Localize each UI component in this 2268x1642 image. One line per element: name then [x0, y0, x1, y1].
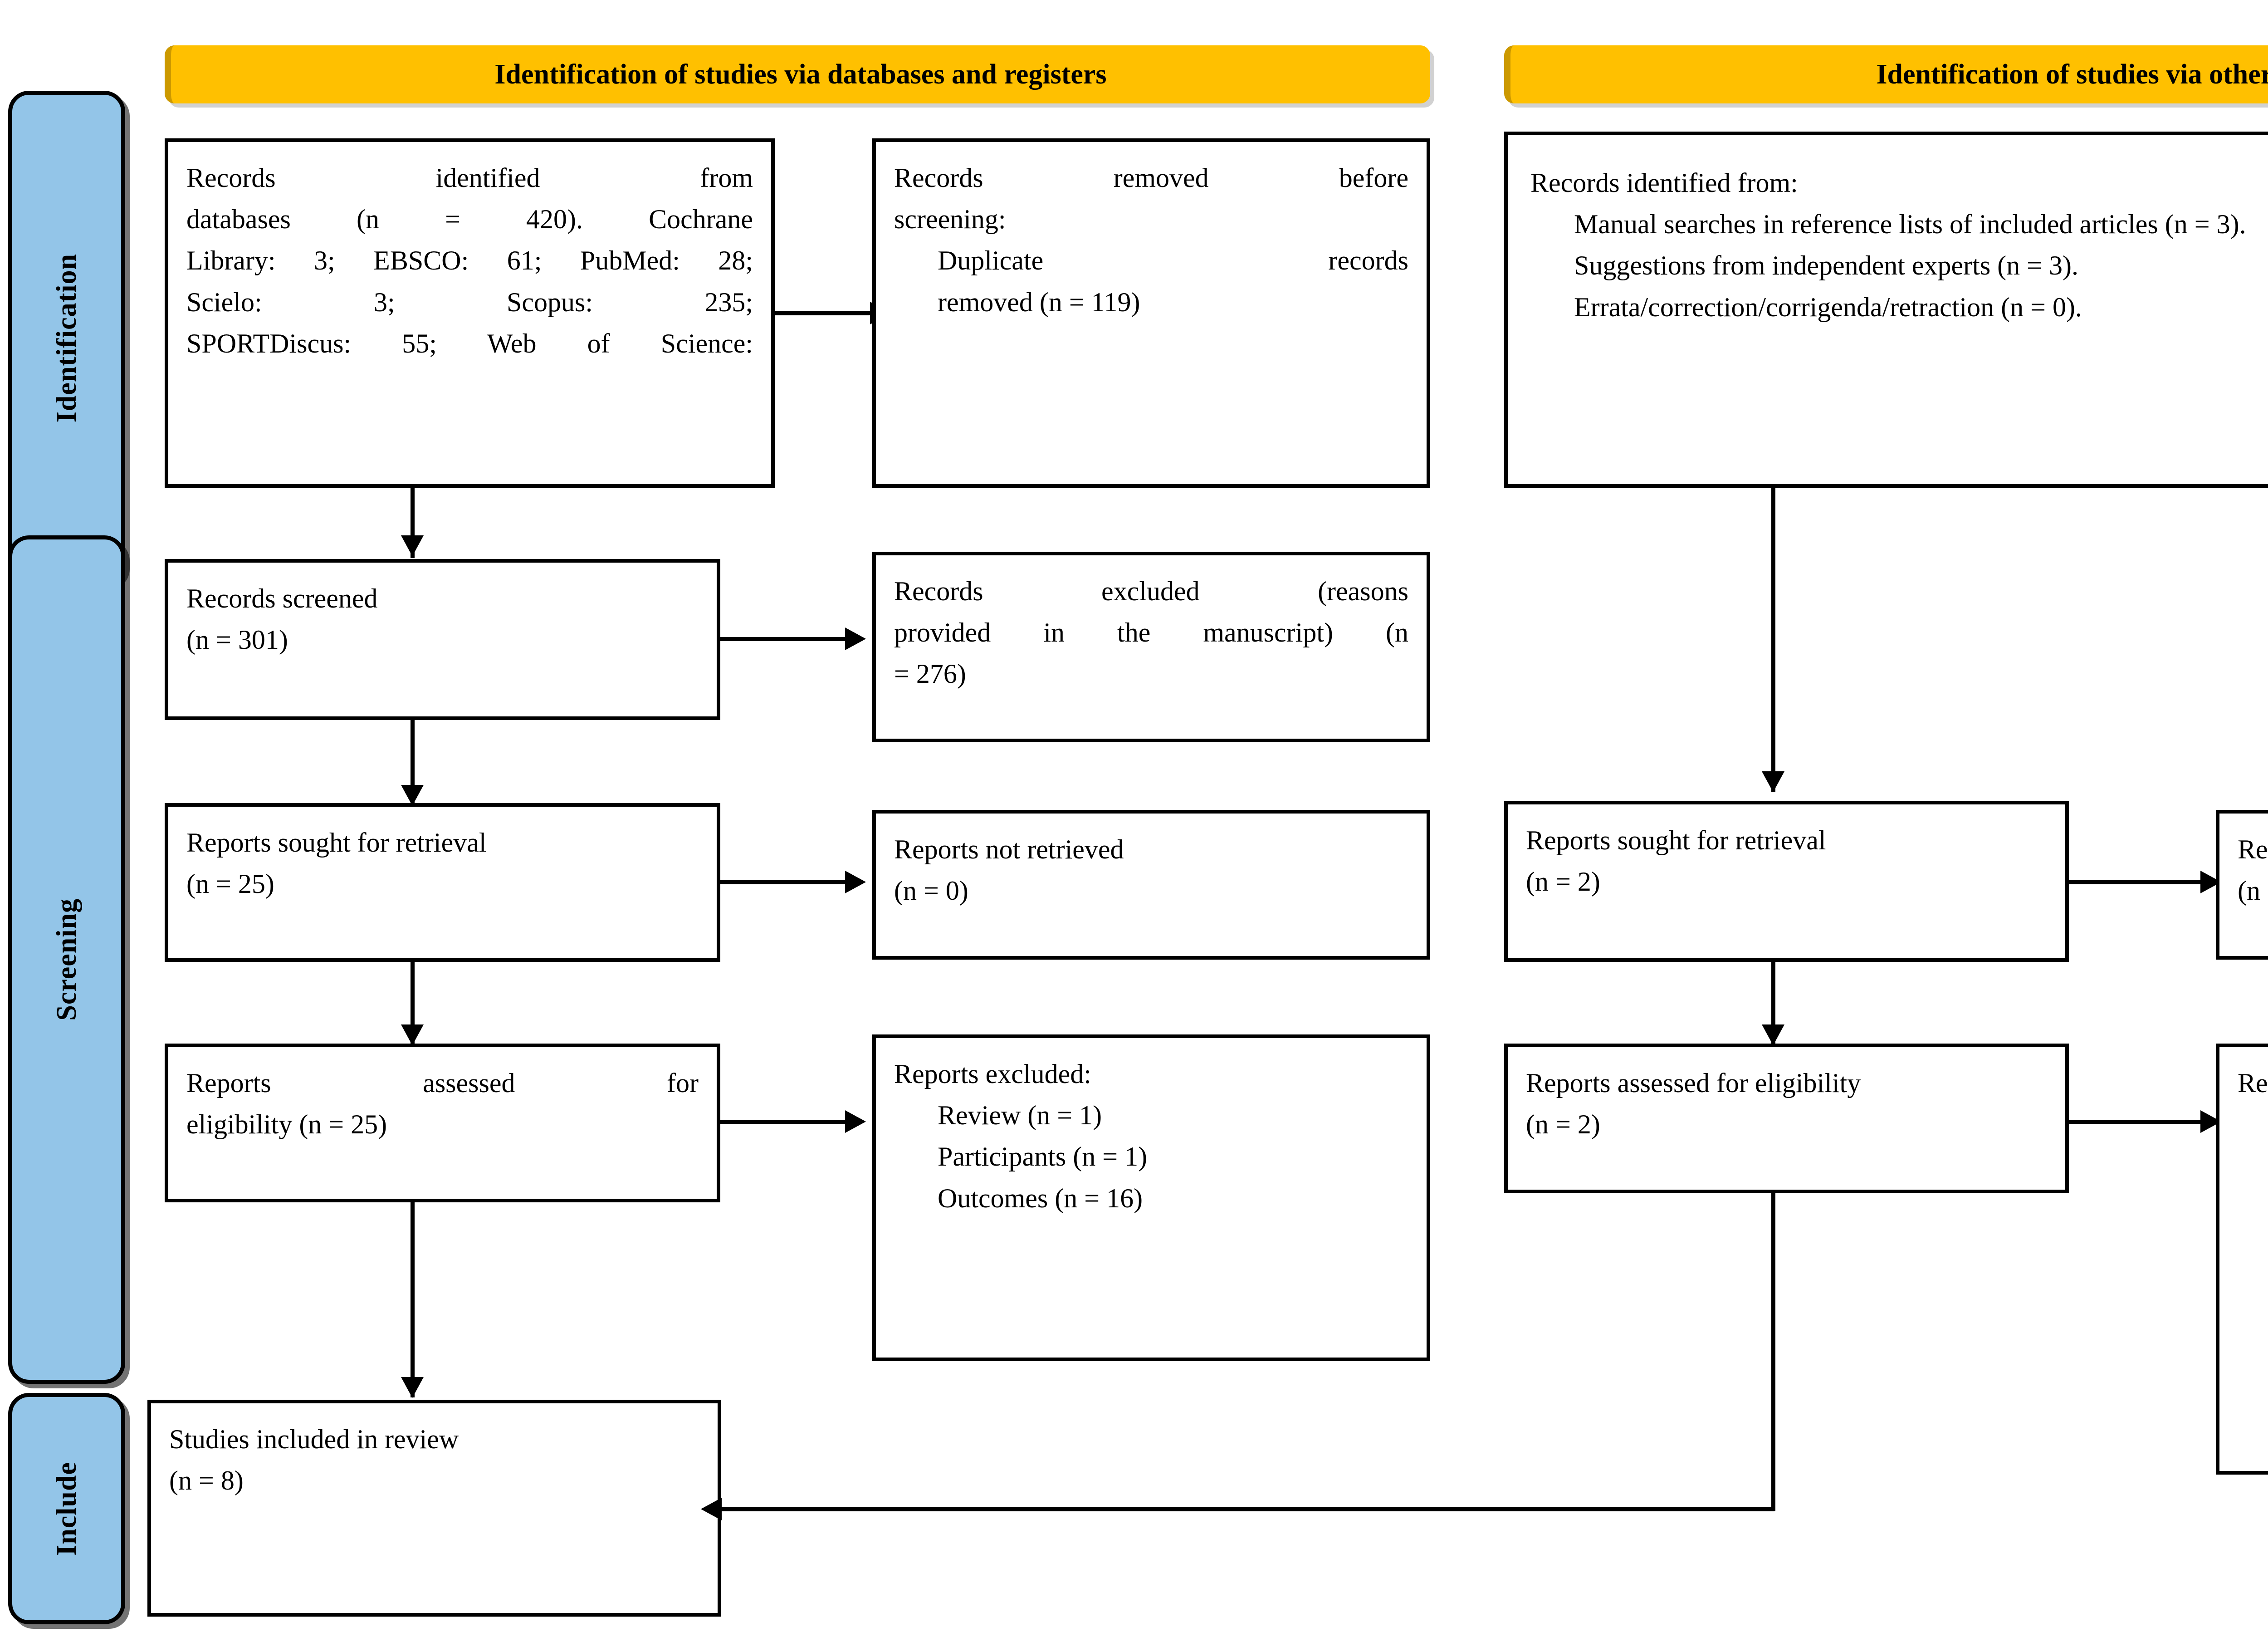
connector-sought-to-notretrieved-left	[720, 880, 847, 884]
box-reports-not-retrieved-right: Reports not retrieved (n = 0)	[2216, 810, 2268, 960]
reports-not-retrieved-right-line1: Reports not retrieved	[2238, 834, 2268, 864]
reports-assessed-left-line2: eligibility (n = 25)	[186, 1109, 387, 1140]
studies-included-line2: (n = 8)	[169, 1466, 244, 1496]
reports-not-retrieved-left-line2: (n = 0)	[894, 876, 968, 906]
stage-tab-identification-label: Identification	[51, 253, 82, 423]
reports-excluded-right-item-line5: 1).	[2238, 1269, 2268, 1311]
reports-excluded-right-item-line4: purpose in each attempt (n =	[2238, 1228, 2268, 1269]
records-identified-other-item-0: Manual searches in reference lists of in…	[1574, 209, 2246, 240]
box-studies-included: Studies included in review (n = 8)	[147, 1400, 721, 1617]
reports-assessed-right-line2: (n = 2)	[1526, 1109, 1600, 1140]
arrowhead-sought-to-assessed-left	[401, 1024, 424, 1045]
connector-identified-to-screened	[411, 488, 415, 558]
banner-databases-registers: Identification of studies via databases …	[165, 45, 1430, 103]
records-screened-line1: Records screened	[186, 583, 378, 613]
box-reports-assessed-left: Reports assessed for eligibility (n = 25…	[165, 1044, 720, 1202]
stage-tab-screening-label: Screening	[51, 898, 82, 1021]
stage-tab-screening: Screening	[8, 535, 125, 1384]
stage-tab-identification: Identification	[8, 91, 125, 585]
studies-included-line1: Studies included in review	[169, 1424, 459, 1454]
box-records-identified-other: Records identified from: Manual searches…	[1504, 132, 2268, 488]
records-identified-line4: Scielo: 3; Scopus: 235;	[186, 287, 753, 317]
connector-assessed-to-included	[411, 1202, 415, 1397]
reports-excluded-left-item-1: Participants (n = 1)	[938, 1142, 1148, 1172]
records-removed-item1-a: Duplicate records	[938, 245, 1408, 276]
reports-assessed-right-line1: Reports assessed for eligibility	[1526, 1068, 1861, 1098]
arrowhead-screened-to-sought	[401, 785, 424, 806]
banner-databases-registers-label: Identification of studies via databases …	[494, 59, 1107, 90]
box-reports-sought-left: Reports sought for retrieval (n = 25)	[165, 803, 720, 962]
arrowhead-other-to-sought-right	[1762, 771, 1784, 792]
box-records-screened: Records screened (n = 301)	[165, 559, 720, 720]
box-reports-assessed-right: Reports assessed for eligibility (n = 2)	[1504, 1044, 2069, 1193]
arrowhead-identified-to-screened	[401, 535, 424, 556]
records-identified-other-item-1: Suggestions from independent experts (n …	[1574, 250, 2078, 281]
records-identified-other-item-2: Errata/correction/corrigenda/retraction …	[1574, 292, 2082, 322]
stage-tab-include-label: Include	[51, 1461, 82, 1556]
records-excluded-line3: = 276)	[894, 659, 966, 689]
arrowhead-sought-to-notretrieved-left	[845, 871, 866, 893]
box-reports-excluded-right: Reports excluded: Experimenters asked pa…	[2216, 1044, 2268, 1475]
connector-sought-to-assessed-right	[1771, 962, 1775, 1046]
reports-excluded-left-heading: Reports excluded:	[894, 1059, 1091, 1089]
records-identified-line5: SPORTDiscus: 55; Web of Science:	[186, 328, 753, 358]
records-removed-line1: Records removed before	[894, 163, 1408, 193]
connector-other-to-sought-right	[1771, 488, 1775, 792]
box-records-identified-databases: Records identified from databases (n = 4…	[165, 138, 775, 488]
reports-excluded-right-item-line2: participants to land	[2238, 1145, 2268, 1186]
arrowhead-screened-to-excluded	[845, 627, 866, 650]
reports-excluded-left-item-2: Outcomes (n = 16)	[938, 1183, 1143, 1213]
records-removed-item1-b: removed (n = 119)	[938, 287, 1140, 317]
records-identified-line3: Library: 3; EBSCO: 61; PubMed: 28;	[186, 245, 753, 276]
reports-not-retrieved-right-line2: (n = 0)	[2238, 876, 2268, 906]
connector-right-assessed-to-included	[721, 1507, 1774, 1511]
banner-other-methods: Identification of studies via other meth…	[1504, 45, 2268, 103]
box-reports-not-retrieved-left: Reports not retrieved (n = 0)	[872, 810, 1430, 960]
records-excluded-line1: Records excluded (reasons	[894, 576, 1408, 606]
reports-excluded-right-item-line3: bilaterally or unilaterally on	[2238, 1187, 2268, 1228]
box-reports-excluded-left: Reports excluded: Review (n = 1) Partici…	[872, 1034, 1430, 1361]
banner-other-methods-label: Identification of studies via other meth…	[1876, 59, 2268, 90]
reports-sought-left-line1: Reports sought for retrieval	[186, 828, 487, 858]
records-identified-line1: Records identified from	[186, 163, 753, 193]
arrowhead-right-assessed-to-included	[701, 1498, 722, 1520]
connector-sought-to-assessed-left	[411, 962, 415, 1046]
records-excluded-line2: provided in the manuscript) (n	[894, 618, 1408, 648]
reports-sought-left-line2: (n = 25)	[186, 869, 274, 899]
box-reports-sought-right: Reports sought for retrieval (n = 2)	[1504, 801, 2069, 962]
arrowhead-sought-to-assessed-right	[1762, 1024, 1784, 1045]
records-removed-line2: screening:	[894, 204, 1006, 235]
connector-screened-to-excluded	[720, 637, 847, 641]
reports-excluded-right-heading: Reports excluded:	[2238, 1068, 2268, 1098]
connector-screened-to-sought	[411, 720, 415, 804]
connector-assessed-to-excluded-left	[720, 1120, 847, 1124]
reports-not-retrieved-left-line1: Reports not retrieved	[894, 834, 1124, 864]
arrowhead-assessed-to-excluded-left	[845, 1110, 866, 1133]
reports-excluded-left-item-0: Review (n = 1)	[938, 1100, 1102, 1131]
reports-sought-right-line2: (n = 2)	[1526, 867, 1600, 897]
connector-assessed-to-excluded-right	[2069, 1120, 2203, 1124]
connector-sought-to-notretrieved-right	[2069, 880, 2203, 884]
box-records-excluded: Records excluded (reasons provided in th…	[872, 552, 1430, 742]
reports-excluded-right-item-line1: Experimenters asked	[2238, 1104, 2268, 1145]
records-screened-line2: (n = 301)	[186, 625, 288, 655]
arrowhead-assessed-to-included	[401, 1377, 424, 1398]
reports-assessed-left-line1: Reports assessed for	[186, 1068, 699, 1098]
records-identified-other-heading: Records identified from:	[1530, 168, 1798, 198]
box-records-removed-before-screening: Records removed before screening: Duplic…	[872, 138, 1430, 488]
stage-tab-include: Include	[8, 1393, 125, 1624]
connector-right-assessed-down	[1771, 1193, 1775, 1511]
reports-sought-right-line1: Reports sought for retrieval	[1526, 825, 1826, 855]
connector-identified-to-removed	[775, 311, 872, 315]
records-identified-line2: databases (n = 420). Cochrane	[186, 204, 753, 235]
